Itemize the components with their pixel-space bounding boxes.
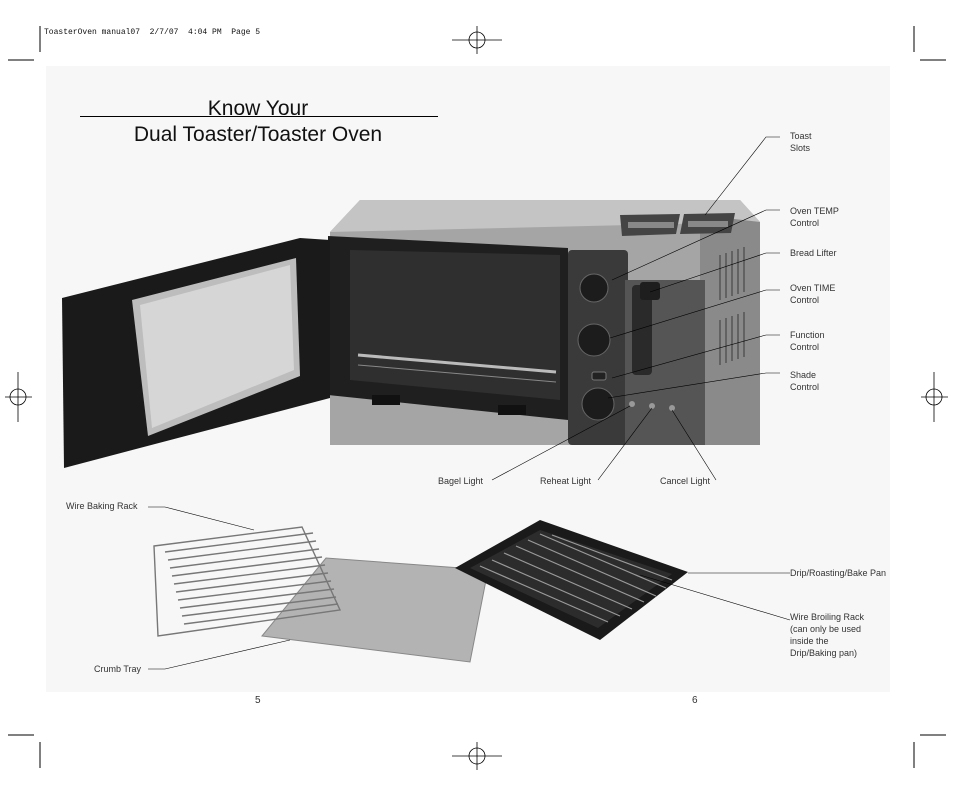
crop-marks bbox=[8, 26, 946, 768]
toaster-oven bbox=[62, 200, 760, 468]
page-number-right: 6 bbox=[692, 695, 698, 706]
callout-bagel-light: Bagel Light bbox=[438, 476, 484, 486]
callout-text: Function bbox=[790, 330, 825, 340]
callout-wire-baking-rack: Wire Baking Rack bbox=[66, 501, 138, 511]
callout-shade: Shade Control bbox=[790, 369, 819, 393]
page-number-left: 5 bbox=[255, 695, 261, 706]
callout-crumb-tray: Crumb Tray bbox=[94, 664, 142, 674]
callout-text: Control bbox=[790, 342, 820, 352]
print-header: ToasterOven manual07 2/7/07 4:04 PM Page… bbox=[44, 28, 261, 37]
callout-text: Shade bbox=[790, 370, 817, 380]
callout-wire-broiling-rack: Wire Broiling Rack (can only be used ins… bbox=[790, 611, 864, 659]
accessories bbox=[153, 520, 688, 663]
callout-drip-pan: Drip/Roasting/Bake Pan bbox=[790, 568, 887, 578]
callout-oven-time: Oven TIME Control bbox=[790, 282, 835, 306]
callout-text: Slots bbox=[790, 143, 811, 153]
title-line-1: Know Your bbox=[207, 97, 309, 120]
callout-text: (can only be used bbox=[790, 624, 862, 634]
callout-function: Function Control bbox=[790, 329, 825, 353]
callout-text: Toast bbox=[790, 131, 812, 141]
callout-text: Wire Broiling Rack bbox=[790, 612, 865, 622]
callout-oven-temp: Oven TEMP Control bbox=[790, 205, 839, 229]
registration-marks bbox=[5, 26, 948, 770]
wire-baking-rack bbox=[153, 526, 342, 637]
wire-broiling-rack bbox=[479, 533, 673, 623]
callout-text: Drip/Baking pan) bbox=[790, 648, 858, 658]
title-line-2: Dual Toaster/Toaster Oven bbox=[133, 123, 383, 146]
callout-text: Control bbox=[790, 218, 820, 228]
callout-text: Control bbox=[790, 382, 820, 392]
title-rule bbox=[80, 116, 438, 117]
callout-cancel-light: Cancel Light bbox=[660, 476, 711, 486]
callout-bread-lifter: Bread Lifter bbox=[790, 248, 837, 258]
callout-text: Oven TEMP bbox=[790, 206, 839, 216]
callout-text: Oven TIME bbox=[790, 283, 836, 293]
callout-text: Control bbox=[790, 295, 820, 305]
page-title: Know Your Dual Toaster/Toaster Oven bbox=[88, 96, 428, 148]
callout-reheat-light: Reheat Light bbox=[540, 476, 592, 486]
leader-lines bbox=[148, 136, 791, 670]
callout-toast-slots: Toast Slots bbox=[790, 130, 812, 154]
callout-text: inside the bbox=[790, 636, 829, 646]
